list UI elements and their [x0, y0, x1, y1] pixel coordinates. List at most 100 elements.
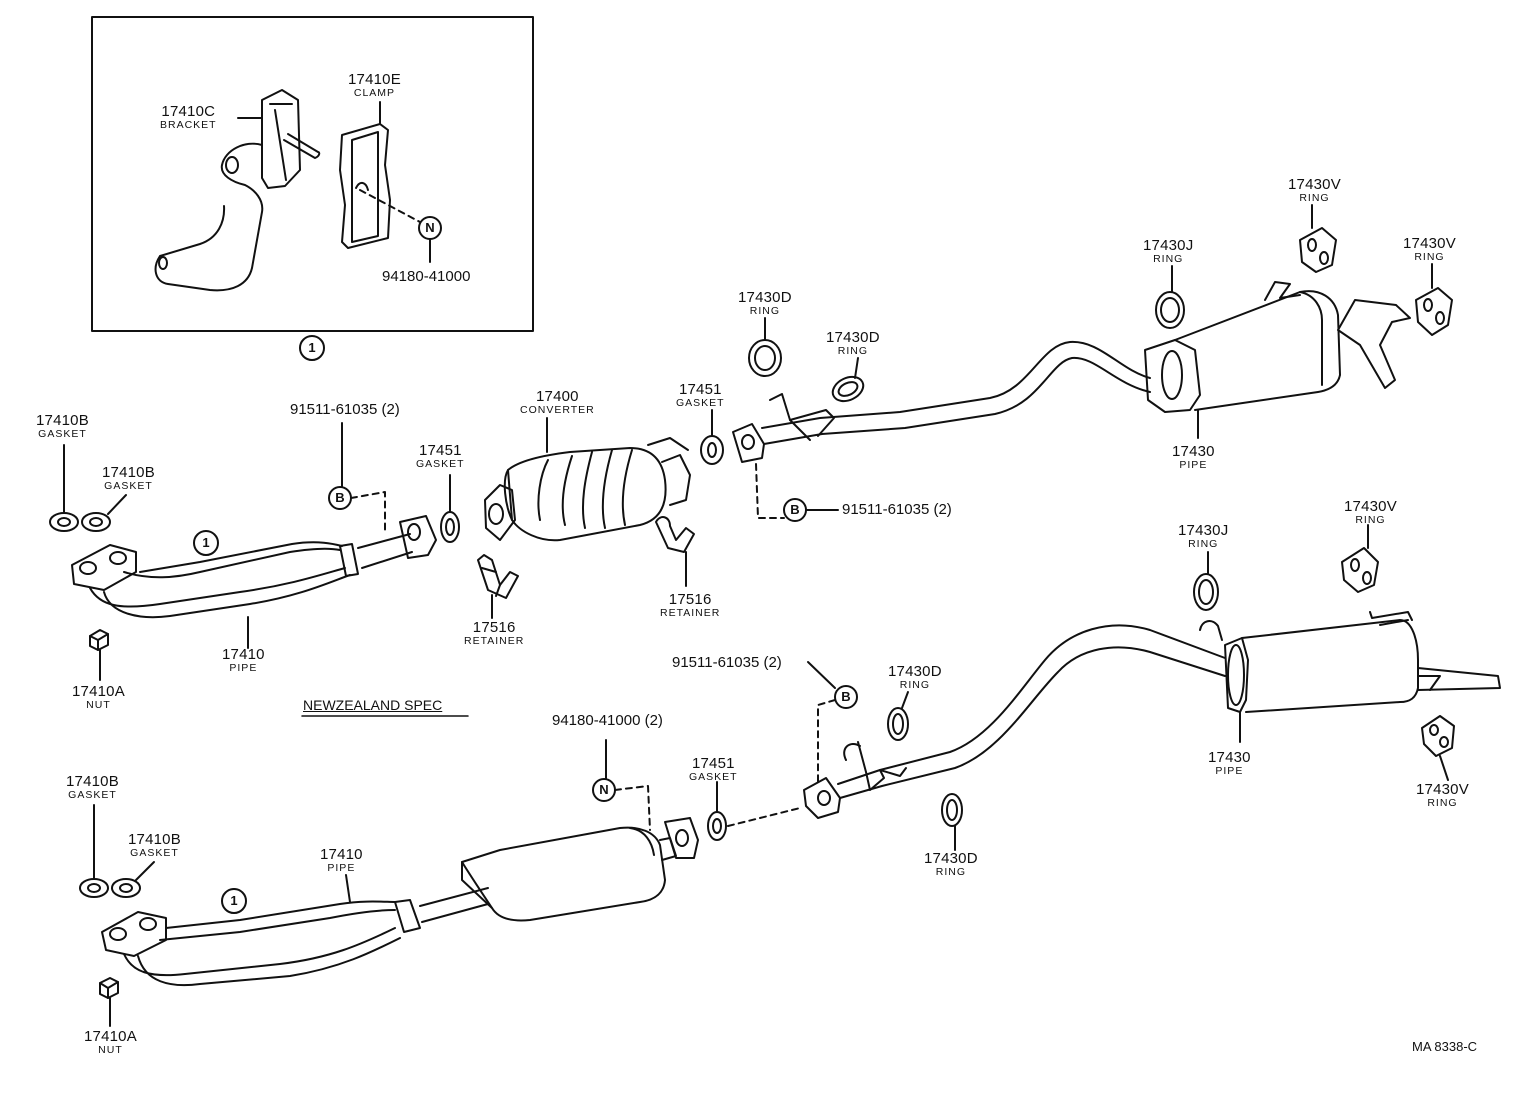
part-number: 17430D [738, 289, 792, 306]
upper-nut-label: 17410A NUT [72, 684, 125, 711]
bracket-part [154, 89, 321, 292]
part-name: PIPE [1215, 765, 1244, 777]
part-number: 17430D [924, 850, 978, 867]
part-name: CLAMP [353, 87, 396, 99]
part-number: 17430J [1178, 522, 1229, 539]
upper-pipe-label: 17410 PIPE [222, 647, 265, 674]
part-name: NUT [98, 1044, 123, 1056]
part-name: RING [899, 679, 930, 691]
part-name: BRACKET [160, 119, 217, 131]
upper-pipe-ref-number: 1 [202, 535, 210, 550]
part-number: 17430D [888, 663, 942, 680]
inset-ref-number: 1 [308, 340, 316, 355]
part-name: RETAINER [464, 635, 525, 647]
upper-ring-v2-label: 17430V RING [1403, 236, 1456, 263]
upper-ring-v1-label: 17430V RING [1288, 177, 1341, 204]
part-number: 17410C [161, 103, 216, 120]
part-name: CONVERTER [520, 404, 595, 416]
inset-n-badge: N [425, 220, 435, 235]
part-number: 17400 [536, 388, 579, 405]
lower-gasket-mid [707, 811, 727, 841]
upper-retainer-b [655, 516, 695, 553]
upper-b-badge: B [335, 490, 345, 505]
lower-ring-v1-label: 17430V RING [1344, 499, 1397, 526]
upper-gasket-a [49, 512, 79, 532]
part-name: PIPE [1179, 459, 1208, 471]
part-number: 17410B [128, 831, 181, 848]
upper-ring-v2 [1415, 287, 1453, 336]
lower-pipe-ref-number: 1 [230, 893, 238, 908]
part-number: 17410B [36, 412, 89, 429]
part-number: 17430V [1344, 498, 1397, 515]
part-number: 17451 [678, 381, 722, 398]
part-name: RING [935, 866, 966, 878]
lower-gasket-a-label: 17410B GASKET [66, 774, 119, 801]
upper-retainer-a [477, 554, 519, 599]
upper-gasket-rear-label: 17451 GASKET [676, 382, 725, 409]
part-number: 17410E [348, 71, 401, 88]
part-name: GASKET [416, 458, 465, 470]
inset-nut-part-number: 94180-41000 [382, 268, 471, 285]
lower-gasket-b-label: 17410B GASKET [128, 832, 181, 859]
part-number: 17410A [84, 1028, 137, 1045]
part-number: 17451 [691, 755, 735, 772]
upper-retainer-b-label: 17516 RETAINER [660, 592, 720, 619]
lower-bolt-label: 91511-61035 (2) [672, 654, 782, 671]
upper-gasket-b [81, 512, 111, 532]
part-number: 17451 [418, 442, 462, 459]
lower-ring-d2-label: 17430D RING [924, 851, 978, 878]
lower-b-badge-circle [834, 685, 858, 709]
part-name: RING [1299, 192, 1330, 204]
part-name: RING [1414, 251, 1445, 263]
lower-front-pipe [101, 817, 699, 987]
lower-tail-pipe-label: 17430 PIPE [1208, 750, 1251, 777]
upper-retainer-a-label: 17516 RETAINER [464, 620, 524, 647]
inset-frame [91, 16, 534, 332]
part-name: RING [1355, 514, 1386, 526]
part-name: RETAINER [660, 607, 721, 619]
inset-clamp-label: 17410E CLAMP [348, 72, 401, 99]
upper-b-badge-rear: B [790, 502, 800, 517]
upper-gasket-mid-label: 17451 GASKET [416, 443, 465, 470]
upper-front-pipe [71, 515, 437, 619]
upper-ring-d1-label: 17430D RING [738, 290, 792, 317]
lower-ring-v2 [1421, 715, 1455, 757]
drawing-code: MA 8338-C [1412, 1039, 1478, 1054]
upper-nut [89, 629, 109, 651]
part-number: 17430 [1208, 749, 1251, 766]
part-number: 17410B [102, 464, 155, 481]
part-number: 17410A [72, 683, 125, 700]
lower-gasket-a [79, 878, 109, 898]
lower-gasket-mid-label: 17451 GASKET [689, 756, 738, 783]
part-name: PIPE [327, 862, 356, 874]
lower-ring-d2 [941, 793, 963, 827]
upper-gasket-mid [440, 511, 460, 543]
upper-gasket-b-label: 17410B GASKET [102, 465, 155, 492]
upper-ring-j [1155, 291, 1185, 329]
upper-gasket-rear [700, 435, 724, 465]
upper-tail-pipe-label: 17430 PIPE [1172, 444, 1215, 471]
upper-ring-d2-label: 17430D RING [826, 330, 880, 357]
part-name: NUT [86, 699, 111, 711]
lower-b-badge: B [841, 689, 851, 704]
part-name: GASKET [130, 847, 179, 859]
lower-ring-d1-label: 17430D RING [888, 664, 942, 691]
part-name: GASKET [676, 397, 725, 409]
part-name: RING [1188, 538, 1219, 550]
clamp-part [339, 123, 421, 249]
part-name: RING [749, 305, 780, 317]
lower-nut-label: 17410A NUT [84, 1029, 137, 1056]
lower-n-badge: N [599, 782, 609, 797]
part-name: GASKET [68, 789, 117, 801]
inset-bracket-label: 17410C BRACKET [160, 104, 217, 131]
part-number: 17410B [66, 773, 119, 790]
lower-nut [99, 977, 119, 999]
lower-ring-v1 [1341, 547, 1379, 593]
part-name: GASKET [689, 771, 738, 783]
upper-ring-j-label: 17430J RING [1143, 238, 1193, 265]
upper-tail-pipe [761, 281, 1411, 445]
part-number: 17430V [1403, 235, 1456, 252]
part-name: RING [1153, 253, 1184, 265]
part-number: 17410 [222, 646, 265, 663]
